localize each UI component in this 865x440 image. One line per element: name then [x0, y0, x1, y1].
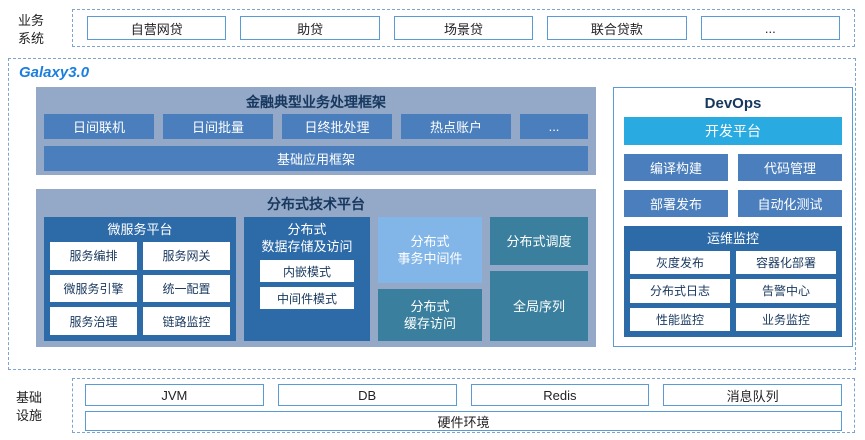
finance-item: 日间批量	[163, 114, 273, 139]
distributed-storage-title: 分布式 数据存储及访问	[261, 222, 353, 254]
storage-mode-item: 中间件模式	[260, 287, 354, 309]
monitoring-title: 运维监控	[706, 231, 759, 246]
distributed-storage-panel: 分布式 数据存储及访问 内嵌模式 中间件模式	[244, 217, 370, 341]
infrastructure-label: 基础 设施	[16, 390, 43, 423]
distributed-scheduling-box: 分布式调度	[490, 217, 588, 265]
finance-item: 日终批处理	[282, 114, 392, 139]
distributed-platform-title: 分布式技术平台	[267, 196, 365, 212]
microservice-item: 服务编排	[50, 242, 137, 270]
monitoring-item: 业务监控	[736, 307, 836, 331]
infrastructure-item: DB	[277, 384, 457, 406]
global-sequence-box: 全局序列	[490, 271, 588, 341]
finance-framework-panel: 金融典型业务处理框架 日间联机 日间批量 日终批处理 热点账户 ... 基础应用…	[36, 87, 596, 175]
finance-framework-title: 金融典型业务处理框架	[246, 94, 386, 110]
business-systems-box: 自营网贷 助贷 场景贷 联合贷款 ...	[72, 9, 855, 47]
devops-row: 编译构建 代码管理	[624, 154, 842, 181]
microservice-platform-panel: 微服务平台 服务编排 服务网关 微服务引擎 统一配置 服务治理 链路监控	[44, 217, 236, 341]
finance-item: 日间联机	[44, 114, 154, 139]
business-system-item: 联合贷款	[547, 16, 687, 40]
devops-row: 部署发布 自动化测试	[624, 190, 842, 217]
business-system-item: ...	[700, 16, 841, 40]
business-system-item: 自营网贷	[87, 16, 227, 40]
infrastructure-box: JVM DB Redis 消息队列 硬件环境	[72, 378, 855, 433]
business-system-item: 助贷	[240, 16, 380, 40]
monitoring-item: 分布式日志	[630, 279, 730, 303]
infrastructure-row: JVM DB Redis 消息队列	[85, 384, 842, 406]
microservice-item: 微服务引擎	[50, 274, 137, 303]
dev-platform-bar: 开发平台	[624, 117, 842, 145]
monitoring-panel: 运维监控 灰度发布 容器化部署 分布式日志 告警中心 性能监控 业务监控	[624, 226, 842, 337]
microservice-items-grid: 服务编排 服务网关 微服务引擎 统一配置 服务治理 链路监控	[50, 242, 230, 335]
galaxy-title: Galaxy3.0	[19, 64, 90, 81]
distributed-grid: 微服务平台 服务编排 服务网关 微服务引擎 统一配置 服务治理 链路监控 分布式…	[44, 217, 588, 341]
base-application-framework-bar: 基础应用框架	[44, 146, 588, 171]
hardware-environment-bar: 硬件环境	[85, 411, 842, 431]
finance-item-more: ...	[520, 114, 588, 139]
distributed-transaction-box: 分布式 事务中间件	[378, 217, 482, 283]
monitoring-item: 告警中心	[736, 279, 836, 303]
distributed-cache-box: 分布式 缓存访问	[378, 289, 482, 341]
devops-item: 部署发布	[624, 190, 728, 217]
business-systems-label: 业务 系统	[18, 13, 45, 46]
devops-item: 编译构建	[624, 154, 728, 181]
devops-item: 代码管理	[738, 154, 842, 181]
galaxy-container: Galaxy3.0 金融典型业务处理框架 日间联机 日间批量 日终批处理 热点账…	[8, 58, 856, 370]
microservice-platform-title: 微服务平台	[107, 222, 173, 237]
distributed-platform-panel: 分布式技术平台 微服务平台 服务编排 服务网关 微服务引擎 统一配置 服务治理 …	[36, 189, 596, 347]
devops-item: 自动化测试	[738, 190, 842, 217]
monitoring-item: 性能监控	[630, 307, 730, 331]
devops-panel: DevOps 开发平台 编译构建 代码管理 部署发布 自动化测试 运维监控 灰度…	[613, 87, 853, 347]
microservice-item: 服务治理	[50, 307, 137, 335]
infrastructure-item: JVM	[85, 384, 264, 406]
finance-items-row: 日间联机 日间批量 日终批处理 热点账户 ...	[44, 114, 588, 139]
business-system-item: 场景贷	[393, 16, 534, 40]
devops-title: DevOps	[704, 95, 762, 112]
storage-mode-item: 内嵌模式	[260, 260, 354, 282]
transaction-cache-column: 分布式 事务中间件 分布式 缓存访问	[378, 217, 482, 341]
finance-item: 热点账户	[401, 114, 511, 139]
microservice-item: 链路监控	[143, 307, 230, 335]
monitoring-items-grid: 灰度发布 容器化部署 分布式日志 告警中心 性能监控 业务监控	[630, 251, 836, 331]
microservice-item: 统一配置	[143, 274, 230, 303]
monitoring-item: 灰度发布	[630, 251, 730, 275]
monitoring-item: 容器化部署	[736, 251, 836, 275]
microservice-item: 服务网关	[143, 242, 230, 270]
scheduling-sequence-column: 分布式调度 全局序列	[490, 217, 588, 341]
infrastructure-item: Redis	[470, 384, 650, 406]
infrastructure-item: 消息队列	[663, 384, 842, 406]
